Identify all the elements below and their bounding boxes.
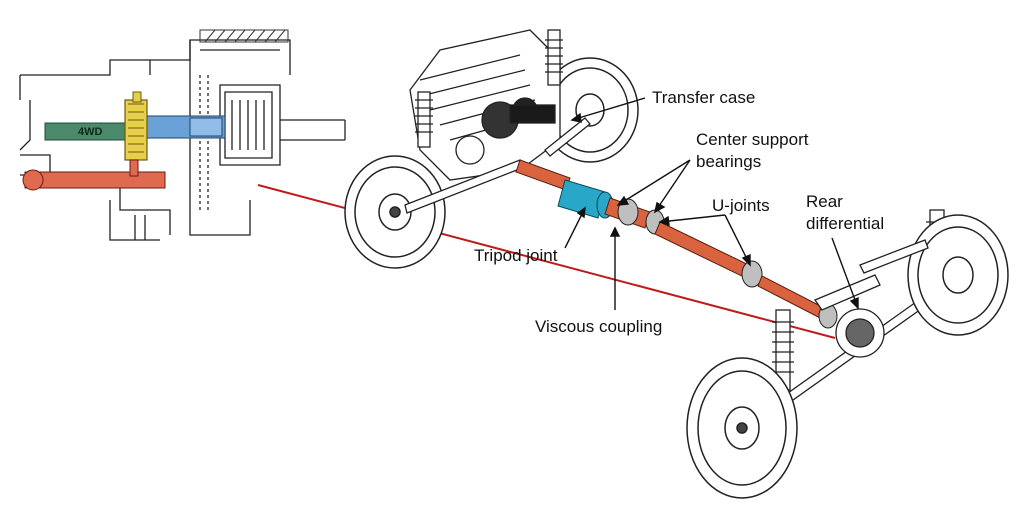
rear-link-arm <box>859 239 929 274</box>
inset-hatch <box>199 29 289 43</box>
inset-4wd-label: 4WD <box>78 126 103 138</box>
rear-wheel-right <box>907 214 1009 336</box>
label-viscous-coupling: Viscous coupling <box>535 317 663 336</box>
viscous-coupling-body <box>557 179 606 219</box>
label-rear-differential-line1: Rear <box>806 192 843 211</box>
rear-wheel-left <box>686 357 798 499</box>
rear-strut-left <box>772 309 794 391</box>
inset-shift-rail <box>24 171 166 189</box>
front-half-shafts <box>404 117 591 214</box>
front-wheel-left <box>344 155 446 269</box>
front-struts <box>415 29 563 148</box>
label-rear-differential-line2: differential <box>806 214 885 233</box>
driveshaft <box>515 159 838 329</box>
label-transfer-case: Transfer case <box>652 88 756 107</box>
label-center-support-line1: Center support <box>696 130 809 149</box>
engine-block <box>409 29 561 181</box>
label-u-joints: U-joints <box>712 196 770 215</box>
label-center-support-line2: bearings <box>696 152 762 171</box>
label-tripod-joint: Tripod joint <box>474 246 558 265</box>
inset-shift-fork <box>124 99 148 161</box>
leader-lines <box>564 97 859 310</box>
